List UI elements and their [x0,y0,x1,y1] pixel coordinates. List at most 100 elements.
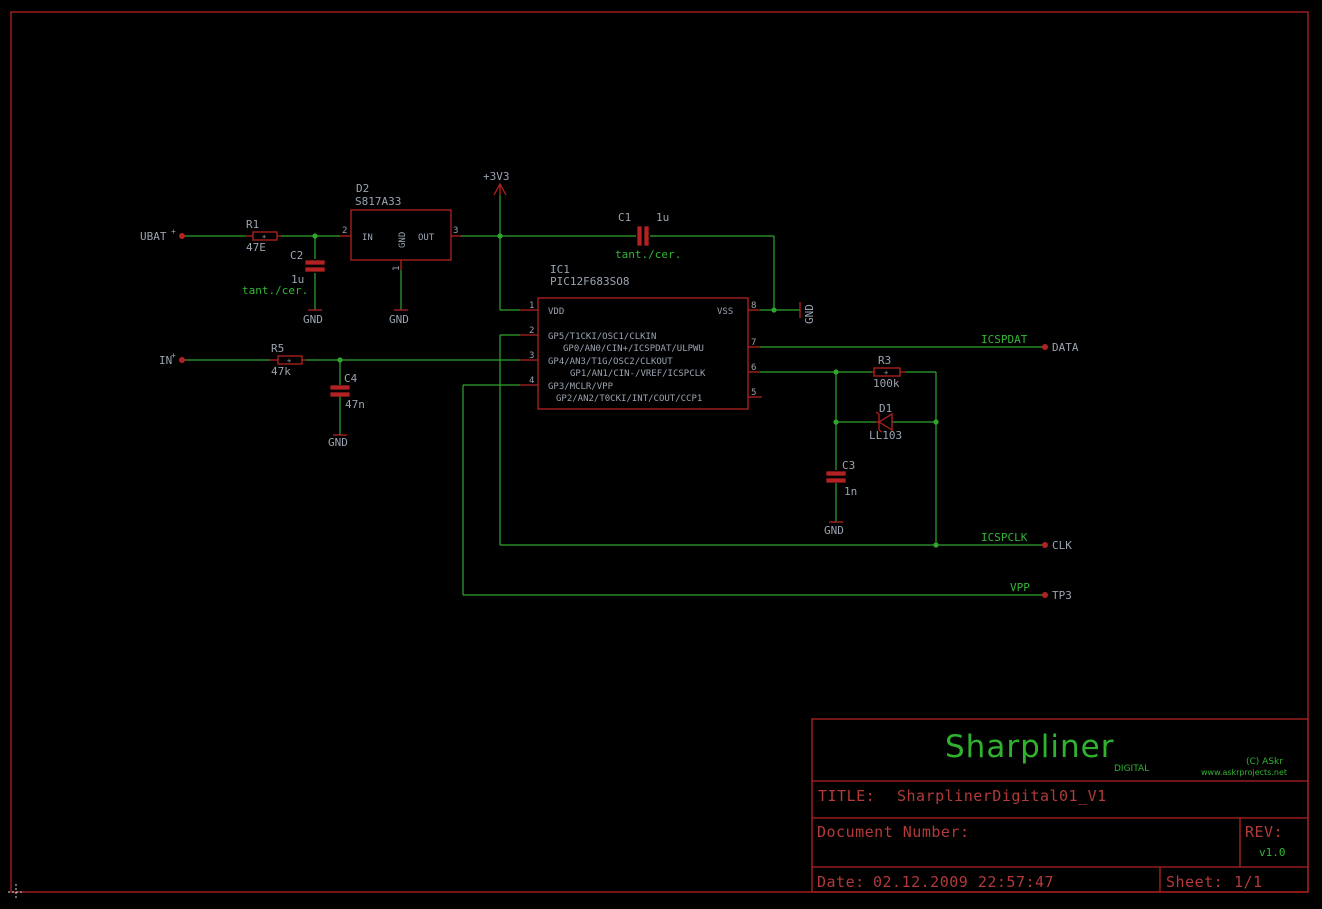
terminal-data: DATA ICSPDAT [981,333,1079,354]
svg-text:+: + [884,369,888,377]
regulator-d2: D2 S817A33 IN OUT GND 2 3 1 [340,182,461,271]
r1-value: 47E [246,241,266,254]
date-value: 02.12.2009 22:57:47 [873,873,1054,891]
ic1-left-label: GP4/AN3/T1G/OSC2/CLKOUT [548,357,673,367]
doc-number-label: Document Number: [817,823,970,841]
c1-value: 1u [656,211,669,224]
c4-name: C4 [344,372,358,385]
gnd-label: GND [803,304,816,324]
net-label-tp3: TP3 [1052,589,1072,602]
ic1-pin-number: 1 [529,301,534,311]
net-label-vpp: VPP [1010,581,1030,594]
ic1-left-label: GP3/MCLR/VPP [548,382,614,392]
d2-value: S817A33 [355,195,401,208]
net-label-3v3: +3V3 [483,170,510,183]
gnd-symbol-c4: GND [328,434,348,449]
ic1-pin-number: 3 [529,351,534,361]
net-label-icspdat: ICSPDAT [981,333,1028,346]
project-subtitle: DIGITAL [1114,764,1149,774]
title-value: SharplinerDigital01_V1 [897,787,1107,805]
r1-name: R1 [246,218,259,231]
d2-pin-out: OUT [418,233,435,243]
capacitor-c4: C4 47n [330,372,365,411]
ic1-vdd: VDD [548,307,564,317]
gnd-label: GND [824,524,844,537]
net-label-in: IN [159,354,172,367]
ic1-name: IC1 [550,263,570,276]
capacitor-c2: C2 1u tant./cer. [242,249,325,297]
sheet-value: 1/1 [1234,873,1263,891]
gnd-label: GND [328,436,348,449]
c2-name: C2 [290,249,303,262]
terminal-clk: CLK ICSPCLK [981,531,1072,552]
r3-name: R3 [878,354,891,367]
diode-d1: D1 LL103 [869,402,902,442]
d2-pin-3: 3 [453,226,458,236]
d2-name: D2 [356,182,369,195]
ic1-pin-number: 6 [751,363,756,373]
terminal-ubat: UBAT + [140,227,185,243]
d2-pin-in: IN [362,233,373,243]
d2-pin-2: 2 [342,226,347,236]
title-block: Sharpliner DIGITAL (C) ASkr www.askrproj… [811,718,1309,893]
rev-value: v1.0 [1259,846,1286,859]
title-label: TITLE: [818,787,875,805]
resistor-r1: + R1 47E [245,218,281,254]
gnd-label: GND [303,313,323,326]
c2-value: 1u [291,273,304,286]
copyright-text: (C) ASkr [1246,757,1283,767]
terminal-tp3: TP3 VPP [1010,581,1072,602]
drawing-frame [10,11,1309,893]
c3-name: C3 [842,459,855,472]
ic1-right-label: GP2/AN2/T0CKI/INT/COUT/CCP1 [556,394,702,404]
c1-name: C1 [618,211,631,224]
resistor-r3: + R3 100k [872,354,906,390]
r3-value: 100k [873,377,900,390]
ic1-pin-number: 5 [751,388,756,398]
gnd-symbol-d2: GND [389,309,409,326]
ic1-pin-number: 4 [529,376,534,386]
c4-value: 47n [345,398,365,411]
d1-value: LL103 [869,429,902,442]
c2-note: tant./cer. [242,284,308,297]
net-label-icspclk: ICSPCLK [981,531,1028,544]
ic1-left-label: GP5/T1CKI/OSC1/CLKIN [548,332,656,342]
supply-3v3: +3V3 [483,170,510,196]
ic1-pin-number: 8 [751,301,756,311]
gnd-symbol-c3: GND [824,521,844,537]
junctions [312,233,939,548]
c1-note: tant./cer. [615,248,681,261]
date-label: Date: [817,873,865,891]
d2-pin-gnd: GND [398,232,408,248]
gnd-symbol-vss: GND [799,302,816,324]
project-name: Sharpliner [945,729,1114,765]
c3-value: 1n [844,485,857,498]
rev-label: REV: [1245,823,1283,841]
net-label-data: DATA [1052,341,1079,354]
net-label-clk: CLK [1052,539,1072,552]
website-text: www.askrprojects.net [1201,768,1287,777]
resistor-r5: + R5 47k [270,342,306,378]
svg-text:+: + [171,227,176,236]
terminal-in: IN + [159,351,185,367]
microcontroller-ic1: IC1 PIC12F683SO8 VDD VSS GP5/T1CKI/OSC1/… [520,263,762,410]
ic1-right-label: GP0/AN0/CIN+/ICSPDAT/ULPWU [563,344,704,354]
ic1-vss: VSS [717,307,733,317]
d1-name: D1 [879,402,892,415]
svg-text:+: + [171,351,176,360]
capacitor-c3: C3 1n [826,459,857,498]
ic1-value: PIC12F683SO8 [550,275,629,288]
origin-cross [8,884,24,900]
r5-value: 47k [271,365,291,378]
wires [184,195,1045,596]
sheet-label: Sheet: [1166,873,1223,891]
ic1-pin-number: 2 [529,326,534,336]
r5-name: R5 [271,342,284,355]
net-label-ubat: UBAT [140,230,167,243]
gnd-label: GND [389,313,409,326]
svg-text:+: + [262,233,266,241]
ic1-right-label: GP1/AN1/CIN-/VREF/ICSPCLK [570,369,706,379]
ic1-pin-number: 7 [751,338,756,348]
svg-text:+: + [287,357,291,365]
